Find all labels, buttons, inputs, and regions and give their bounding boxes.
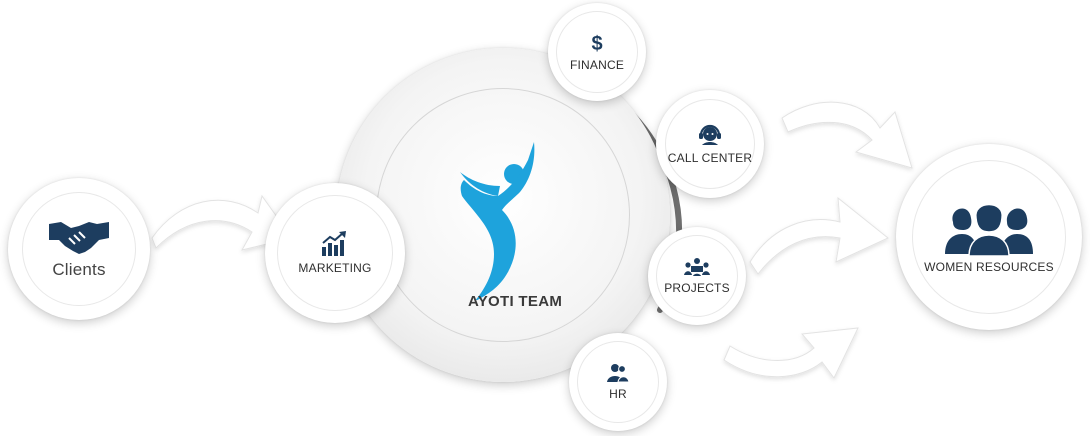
node-call-center[interactable]: CALL CENTER: [656, 90, 764, 198]
team-meeting-icon: [684, 258, 710, 276]
node-hr-label: HR: [609, 387, 627, 401]
node-marketing-label: MARKETING: [298, 261, 372, 275]
node-women-resources-label: WOMEN RESOURCES: [924, 260, 1054, 274]
node-clients-label: Clients: [52, 260, 106, 279]
growth-chart-icon: [322, 231, 346, 256]
node-clients[interactable]: Clients: [8, 178, 150, 320]
node-finance[interactable]: $ FINANCE: [548, 3, 646, 101]
node-hr[interactable]: HR: [569, 333, 667, 431]
arrow-callcenter-to-women: [781, 101, 913, 169]
hub-label: AYOTI TEAM: [468, 293, 563, 310]
node-women-resources[interactable]: WOMEN RESOURCES: [896, 144, 1082, 330]
users-icon: [607, 364, 630, 383]
arrow-projects-to-women: [749, 196, 889, 275]
arrow-hr-to-women: [723, 327, 859, 379]
ayoti-logo: [460, 142, 535, 300]
node-projects[interactable]: PROJECTS: [648, 227, 746, 325]
node-finance-label: FINANCE: [569, 58, 625, 72]
node-projects-label: PROJECTS: [664, 281, 730, 295]
svg-text:$: $: [591, 33, 602, 54]
node-marketing[interactable]: MARKETING: [265, 183, 405, 323]
headset-agent-icon: [699, 124, 721, 145]
node-call-center-label: CALL CENTER: [667, 151, 753, 165]
dollar-icon: $: [591, 33, 602, 54]
handshake-icon: [49, 222, 109, 254]
women-group-icon: [945, 203, 1033, 256]
